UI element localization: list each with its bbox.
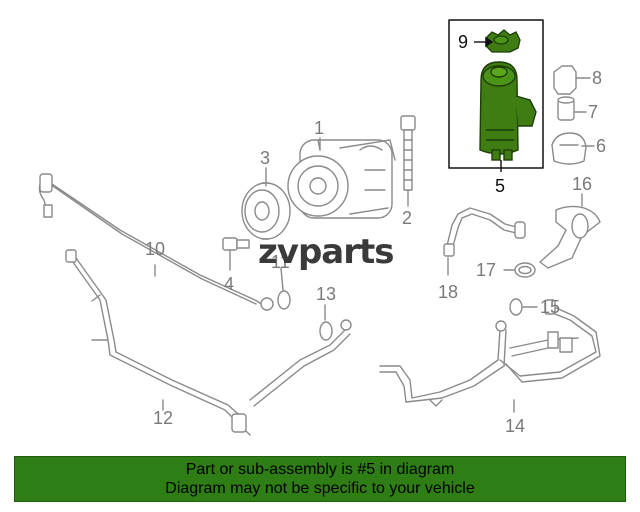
leader-9-arrow [485,36,494,48]
callout-10: 10 [145,239,165,259]
part-6-cap[interactable] [551,132,587,165]
callout-7: 7 [588,102,598,122]
callout-14: 14 [505,416,525,436]
callout-3: 3 [260,148,270,168]
leader-11 [280,267,284,291]
callout-4: 4 [224,274,234,294]
callout-15: 15 [540,297,560,317]
part-10-hose[interactable] [38,173,274,311]
part-4-bolt[interactable] [222,237,250,251]
part-17-clamp[interactable] [514,262,536,278]
highlight-box [448,19,544,169]
callout-11: 11 [271,252,290,272]
part-8-cap-nut[interactable] [553,65,577,95]
part-18-suction-hose[interactable] [443,207,526,257]
callout-5: 5 [495,176,505,196]
part-13-o-ring[interactable] [319,321,333,341]
part-11-o-ring[interactable] [277,290,291,310]
part-14-hose-assembly[interactable] [379,299,601,407]
callout-9: 9 [458,32,468,52]
part-9-reservoir-cap[interactable] [485,29,521,53]
callout-18: 18 [438,282,458,302]
part-3-pulley[interactable] [241,182,291,240]
callout-17: 17 [476,260,496,280]
callout-1: 1 [314,118,324,138]
banner-line-1: Part or sub-assembly is #5 in diagram [185,461,455,478]
banner-line-2: Diagram may not be specific to your vehi… [165,480,475,497]
part-7-sleeve[interactable] [557,96,575,121]
part-2-bolt[interactable] [400,115,416,191]
callout-2: 2 [402,208,412,228]
part-1-steering-pump[interactable] [287,139,396,219]
callout-13: 13 [316,284,336,304]
callout-16: 16 [572,174,592,194]
callout-8: 8 [592,68,602,88]
part-15-o-ring[interactable] [509,298,523,316]
zvparts-watermark-logo: zvparts [258,232,394,272]
info-banner: Part or sub-assembly is #5 in diagram Di… [14,456,626,502]
part-5-reservoir[interactable] [479,61,537,161]
part-12-return-line[interactable] [65,249,352,436]
callout-12: 12 [153,408,173,428]
part-16-hose[interactable] [539,205,601,269]
callout-6: 6 [596,136,606,156]
